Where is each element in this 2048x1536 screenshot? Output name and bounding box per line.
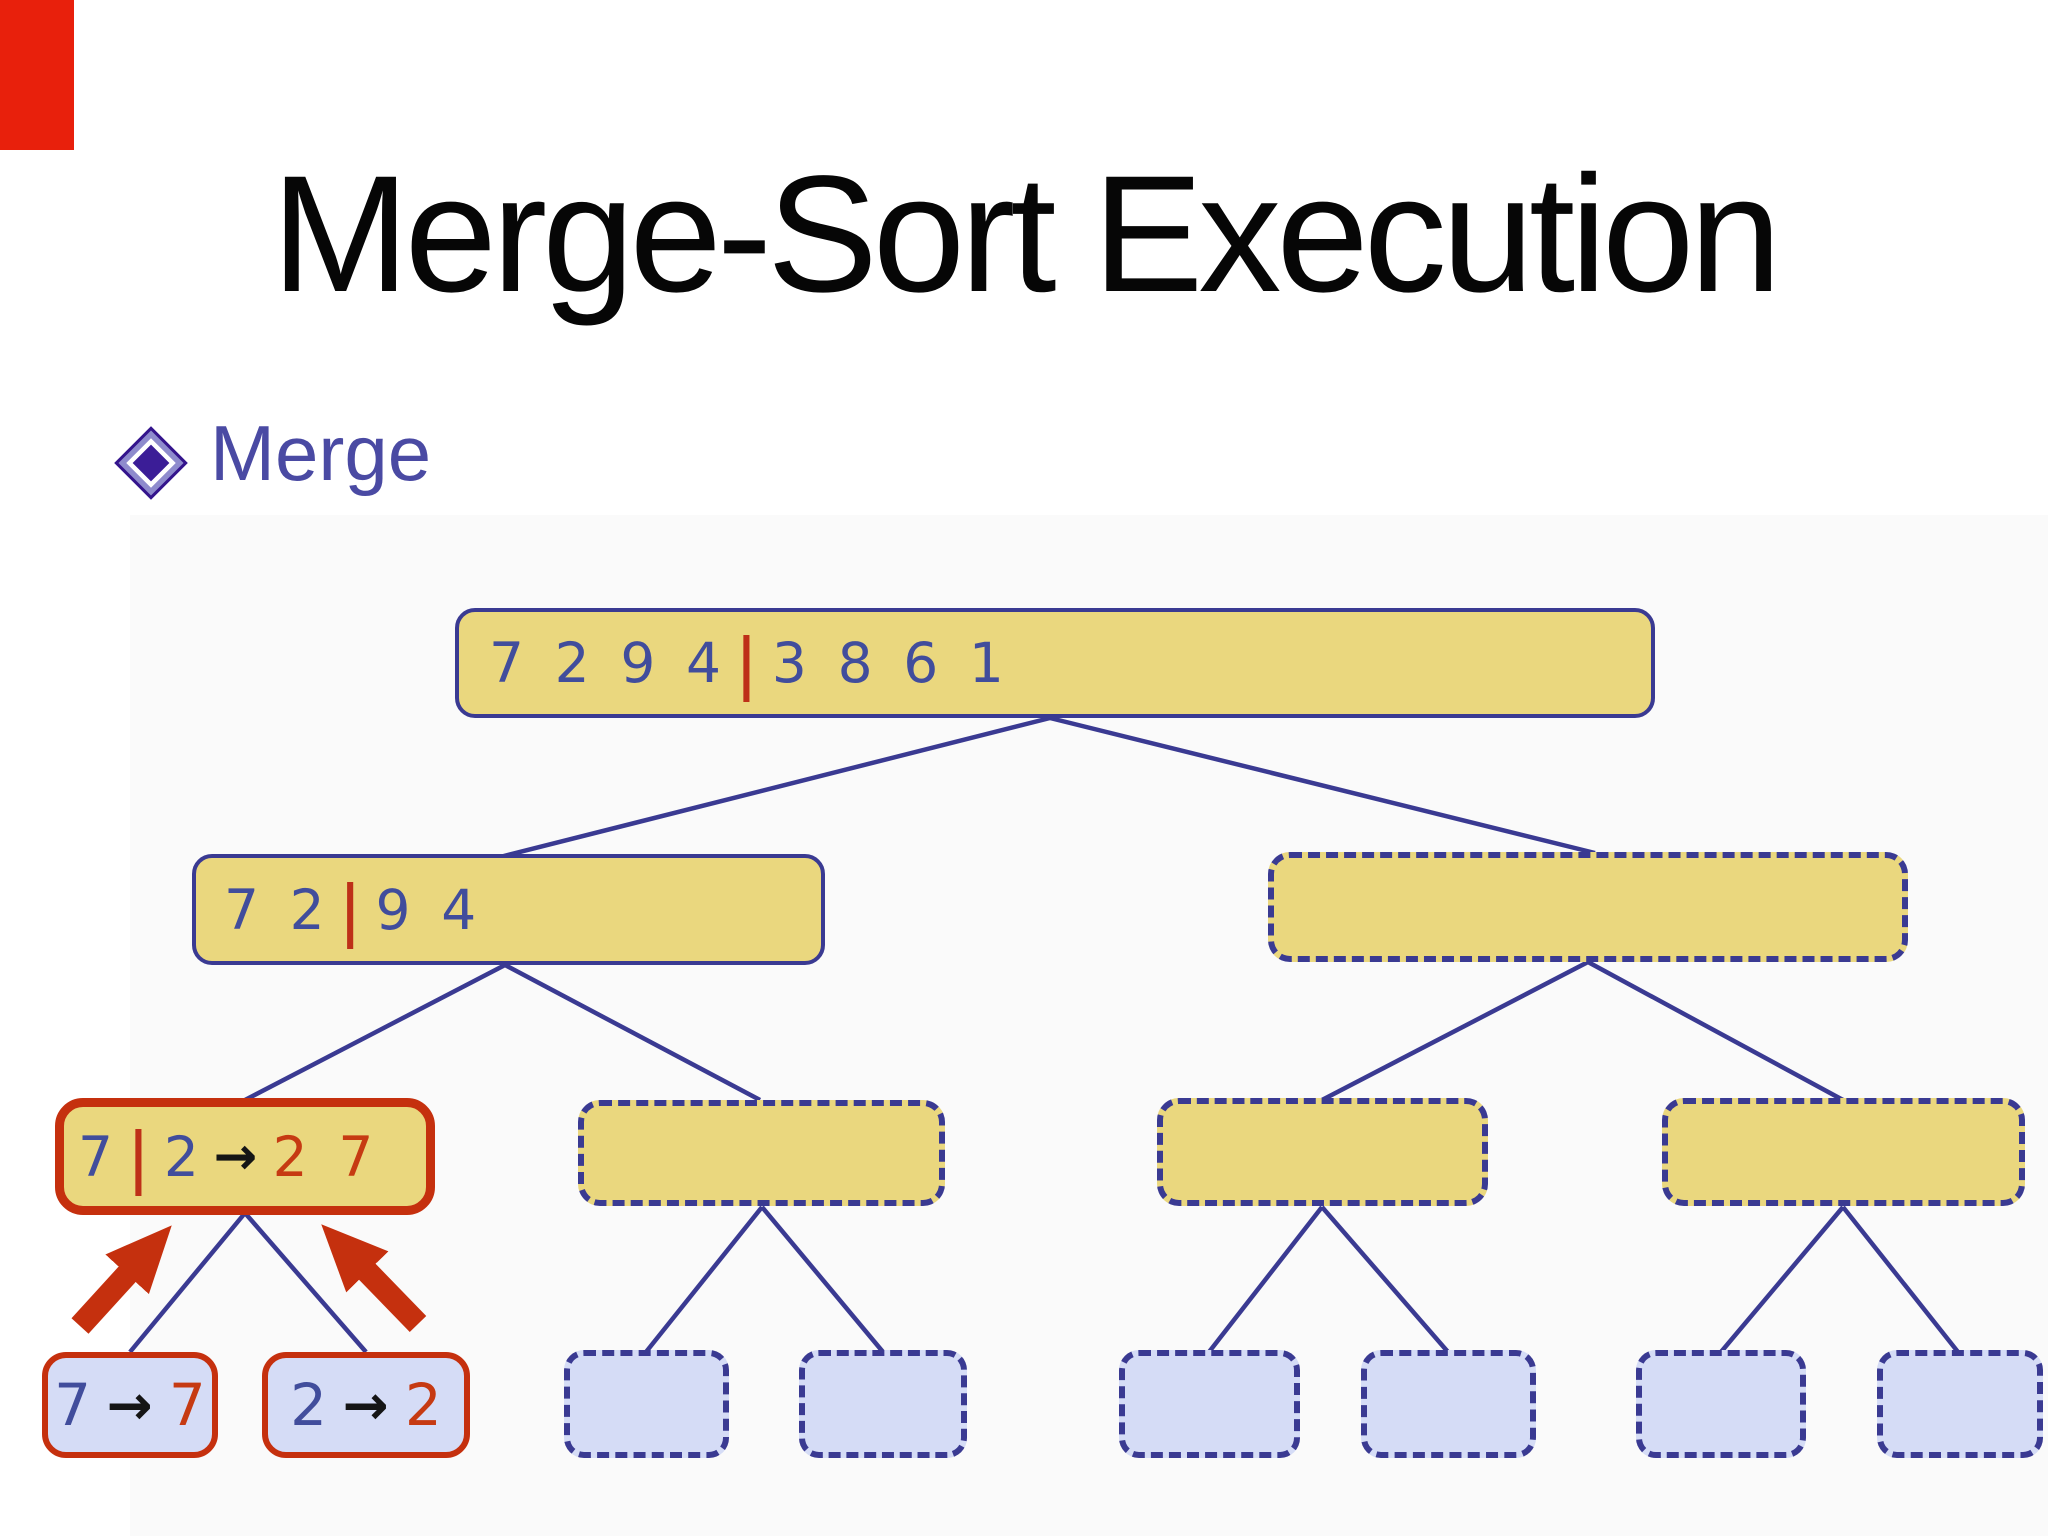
- node-level2-left-label: 7 2|9 4: [224, 870, 477, 949]
- merge-arrow-left: [71, 1225, 172, 1334]
- recording-marker: [0, 0, 74, 150]
- node-root: 7 2 9 4|3 8 6 1: [455, 608, 1655, 718]
- node-level2-left: 7 2|9 4: [192, 854, 825, 965]
- node-level3-d: [1662, 1098, 2025, 1206]
- node-level2-right: [1268, 852, 1908, 962]
- leaf-7-label: 7→7: [54, 1371, 206, 1439]
- merge-direction-arrows: [71, 1224, 427, 1334]
- leaf-7b: [1636, 1350, 1806, 1458]
- leaf-8: [1877, 1350, 2043, 1458]
- node-level3-merged: 7|2→2 7: [55, 1098, 435, 1215]
- leaf-2: 2→2: [262, 1352, 470, 1458]
- tree-edges: [128, 715, 1960, 1354]
- bullet-label: Merge: [210, 409, 432, 497]
- leaf-2-label: 2→2: [290, 1371, 442, 1439]
- leaf-7: 7→7: [42, 1352, 218, 1458]
- leaf-6: [1361, 1350, 1536, 1458]
- leaf-4: [799, 1350, 967, 1458]
- node-level3-merged-label: 7|2→2 7: [78, 1117, 374, 1196]
- merge-arrow-right: [321, 1224, 427, 1333]
- slide-title: Merge-Sort Execution: [271, 142, 1781, 327]
- node-level3-b: [578, 1100, 945, 1206]
- leaf-5: [1119, 1350, 1300, 1458]
- node-level3-c: [1157, 1098, 1488, 1206]
- node-root-label: 7 2 9 4|3 8 6 1: [489, 623, 1004, 703]
- leaf-3: [564, 1350, 729, 1458]
